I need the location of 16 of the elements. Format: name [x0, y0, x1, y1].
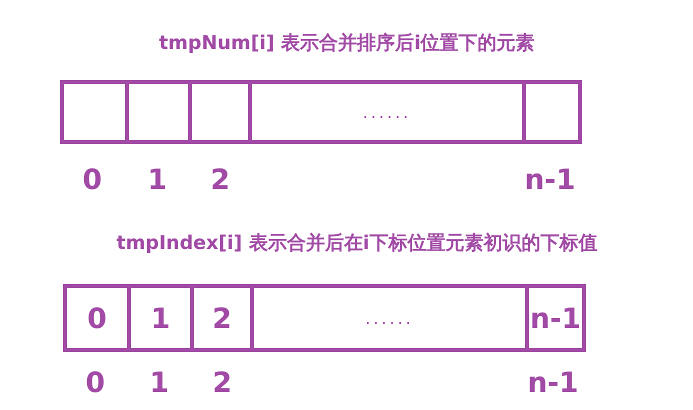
- cell-value: 2: [212, 302, 232, 334]
- index-label: 0: [86, 366, 105, 399]
- index-label: n-1: [528, 366, 579, 399]
- index-label: 1: [148, 163, 167, 196]
- ellipsis: ......: [365, 308, 414, 328]
- index-label: 1: [150, 366, 169, 399]
- array-heading: tmpIndex[i] 表示合并后在i下标位置元素初识的下标值: [116, 231, 598, 256]
- cell-value: 1: [150, 302, 170, 334]
- index-label: 0: [82, 163, 102, 196]
- index-label: 2: [210, 163, 230, 196]
- cell-value: 0: [87, 302, 107, 334]
- cell-value: n-1: [530, 302, 582, 334]
- index-label: 2: [212, 366, 232, 399]
- array-heading: tmpNum[i] 表示合并排序后i位置下的元素: [159, 31, 535, 56]
- ellipsis: ......: [362, 102, 412, 122]
- index-label: n-1: [524, 163, 576, 196]
